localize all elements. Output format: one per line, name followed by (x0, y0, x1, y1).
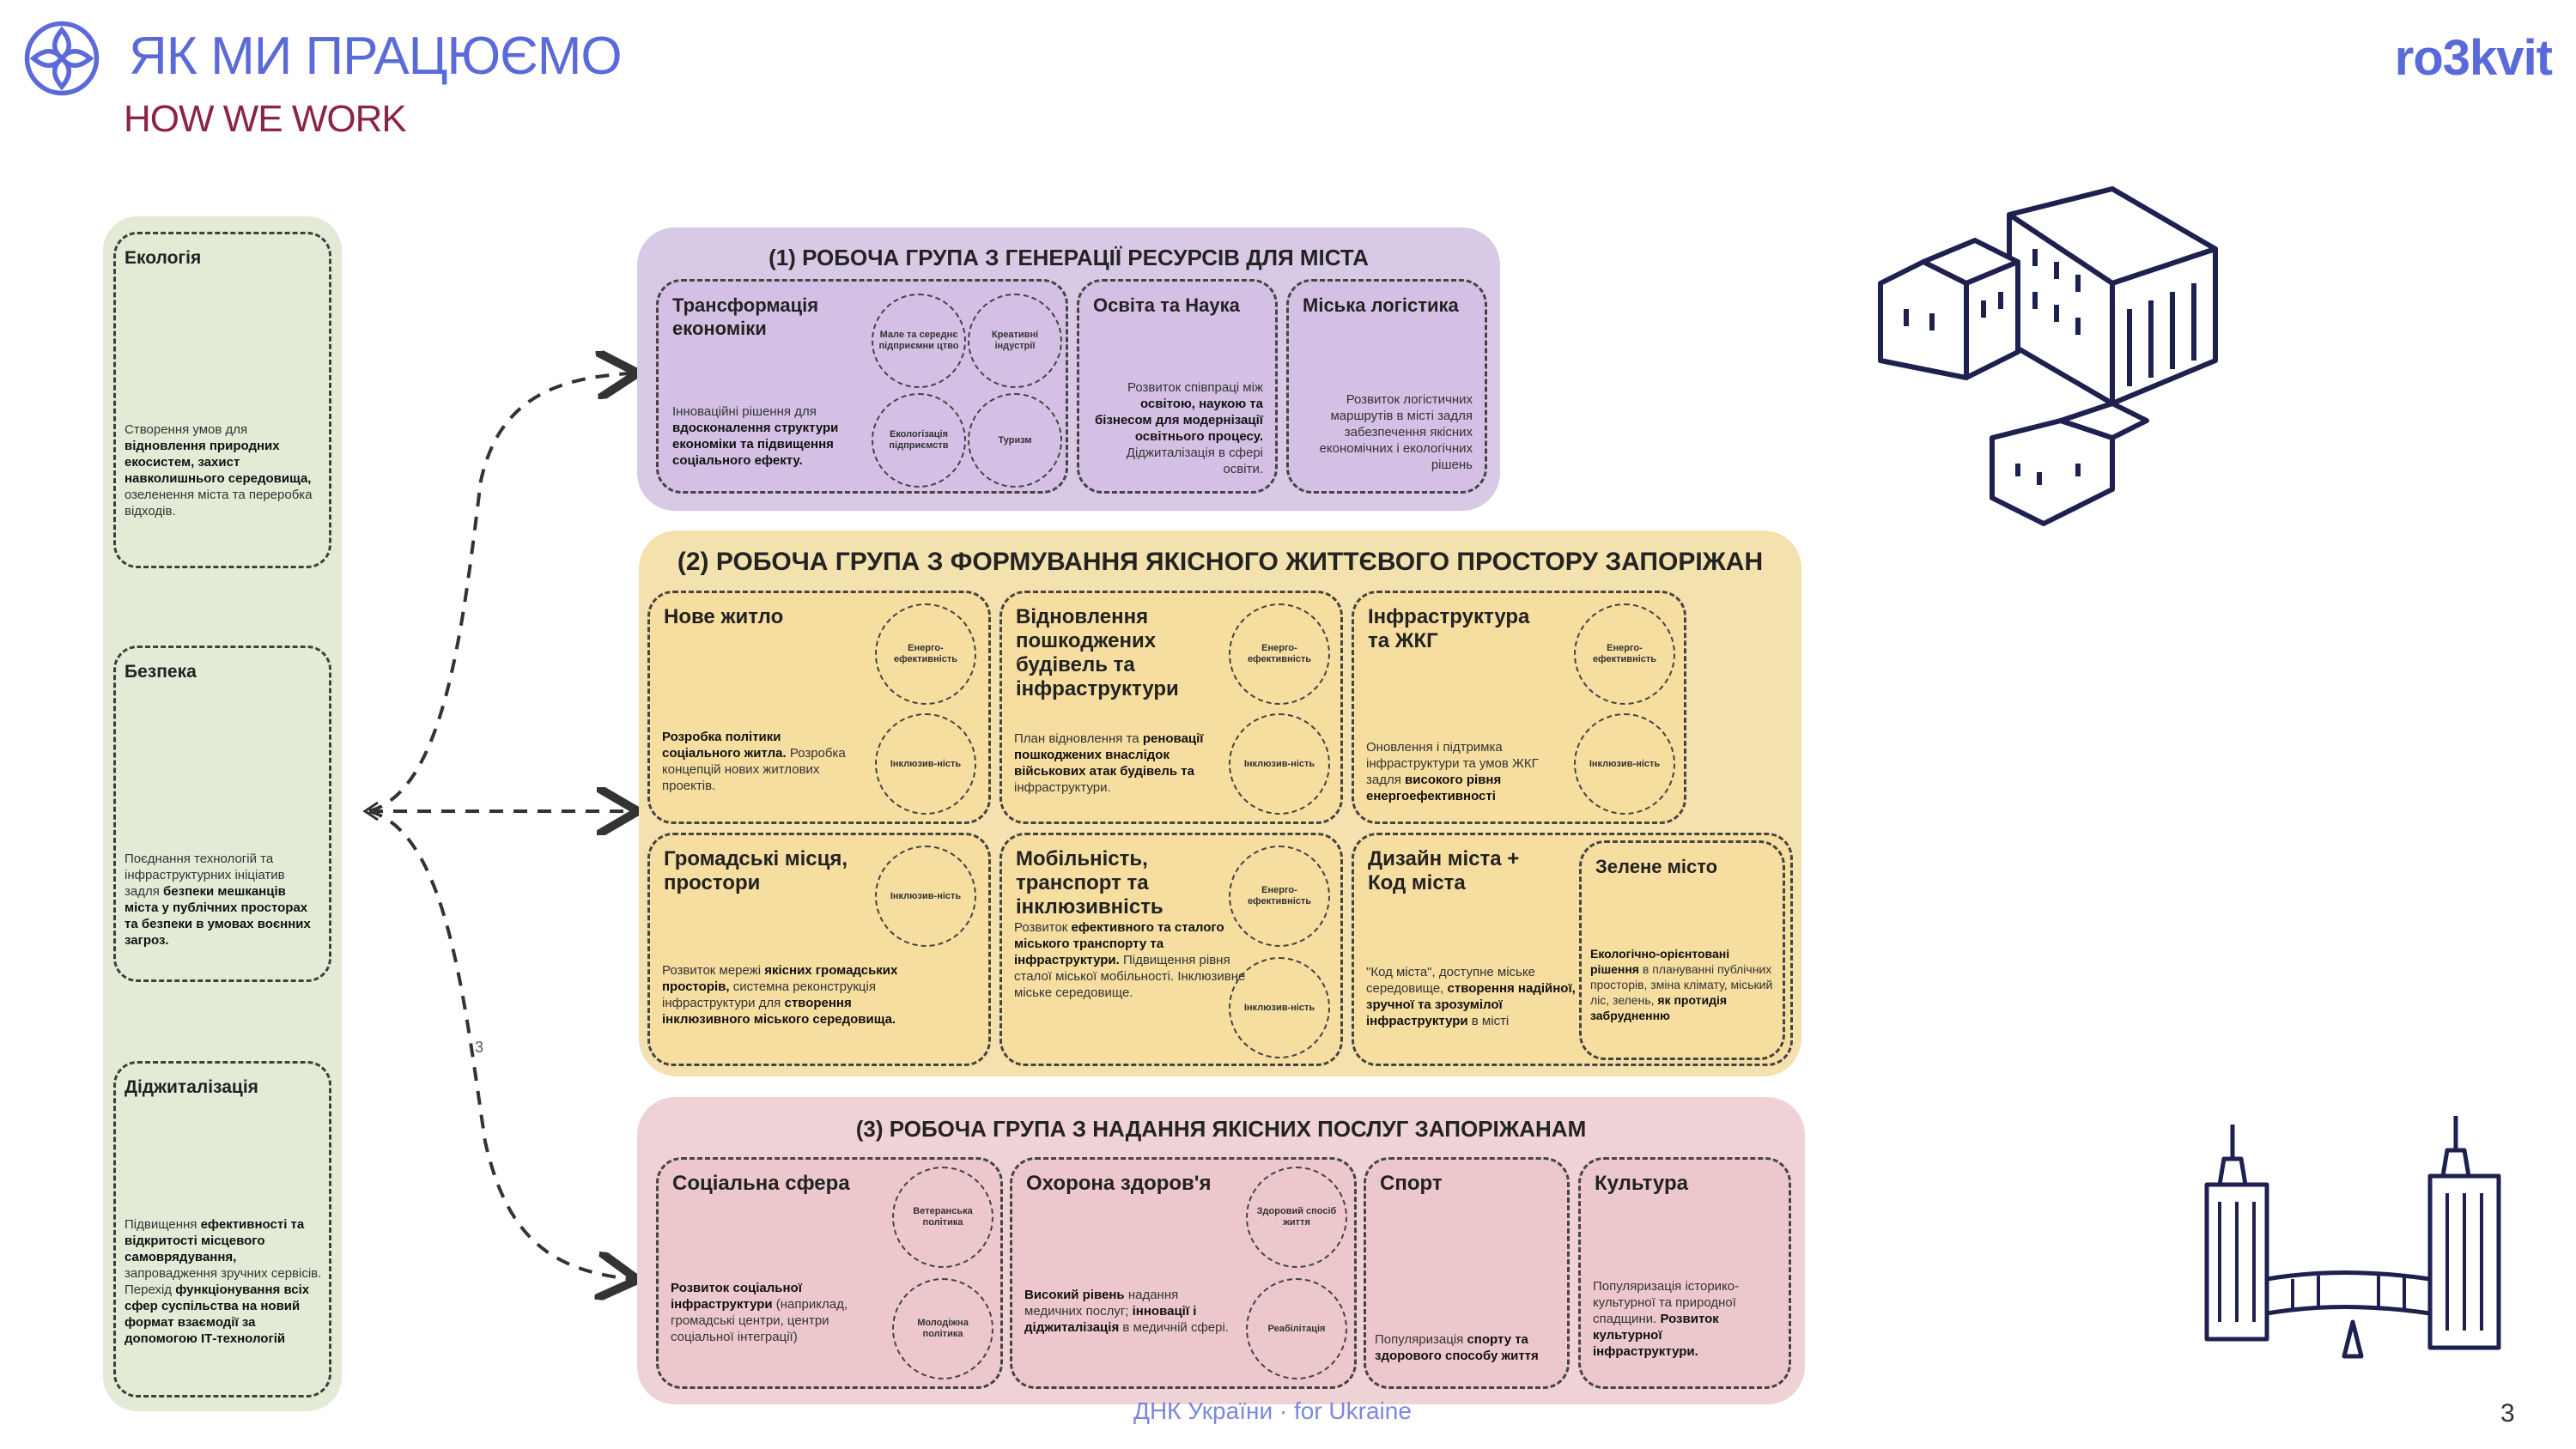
card-housing-desc: Розробка політики соціального житла. Роз… (662, 730, 846, 793)
card-city-design-title: Дизайн міста + Код міста (1368, 847, 1520, 894)
page-number: 3 (2500, 1399, 2515, 1428)
card-education-title: Освіта та Наука (1093, 294, 1240, 316)
card-health-title: Охорона здоров'я (1026, 1172, 1212, 1195)
card-logistics: Міська логістика Розвиток логістичних ма… (1286, 279, 1487, 494)
card-city-design-desc: "Код міста", доступне міське середовище,… (1366, 965, 1576, 1028)
group2-title: (2) РОБОЧА ГРУПА З ФОРМУВАННЯ ЯКІСНОГО Ж… (677, 548, 1764, 576)
theme-digital: Діджиталізація Підвищення ефективності т… (113, 1061, 331, 1397)
card-restoration-desc: План відновлення та реновації пошкоджени… (1014, 731, 1204, 795)
theme-security: Безпека Поєднання технологій та інфрастр… (113, 646, 331, 982)
bubble-inclusivity: Інклюзив-ність (1574, 713, 1675, 815)
card-economy-title: Трансформація економіки (672, 294, 819, 339)
card-culture-title: Культура (1595, 1172, 1688, 1195)
card-public-spaces-title: Громадські місця, простори (664, 847, 848, 894)
bubble-energy-efficiency: Енерго-ефективність (875, 603, 976, 705)
arrow-label: 3 (475, 1039, 484, 1056)
card-logistics-desc: Розвиток логістичних маршрутів в місті з… (1319, 392, 1473, 472)
flower-logo-icon (24, 21, 100, 96)
card-sport-title: Спорт (1380, 1172, 1443, 1195)
card-social-desc: Розвиток соціальної інфраструктури (напр… (671, 1281, 848, 1344)
card-housing-title: Нове житло (664, 605, 784, 628)
bubble-inclusivity: Інклюзив-ність (875, 713, 976, 815)
card-education-desc: Розвиток співпраці між освітою, наукою т… (1095, 380, 1263, 476)
bubble-sme: Мале та середнє підприємни цтво (872, 294, 966, 388)
bubble-energy-efficiency: Енерго-ефективність (1229, 846, 1330, 947)
page-title: ЯК МИ ПРАЦЮЄМО (129, 27, 623, 86)
card-sport-desc: Популяризація спорту та здорового способ… (1375, 1332, 1539, 1363)
bubble-inclusivity: Інклюзив-ність (1229, 957, 1330, 1058)
card-green-city-desc: Екологічно-орієнтовані рішення в планува… (1590, 947, 1773, 1022)
card-utilities: Інфраструктура та ЖКГ Оновлення і підтри… (1352, 591, 1686, 824)
left-themes-panel: Екологія Створення умов для відновлення … (103, 216, 342, 1411)
card-utilities-desc: Оновлення і підтримка інфраструктури та … (1366, 740, 1539, 803)
group1-title: (1) РОБОЧА ГРУПА З ГЕНЕРАЦІЇ РЕСУРСІВ ДЛ… (769, 245, 1369, 270)
card-health-desc: Високий рівень надання медичних послуг; … (1024, 1288, 1229, 1335)
bubble-creative: Креативні індустрії (968, 294, 1062, 388)
card-social-title: Соціальна сфера (672, 1172, 850, 1195)
bubble-veterans-policy: Ветеранська політика (892, 1167, 993, 1268)
card-mobility-title: Мобільність, транспорт та інклюзивність (1016, 847, 1163, 919)
group1-panel: (1) РОБОЧА ГРУПА З ГЕНЕРАЦІЇ РЕСУРСІВ ДЛ… (637, 227, 1500, 511)
card-culture: Культура Популяризація історико-культурн… (1578, 1157, 1791, 1389)
card-public-spaces: Громадські місця, простори Розвиток мере… (647, 833, 991, 1066)
brand-logo: ro3kvit (2394, 30, 2553, 86)
page-subtitle: HOW WE WORK (124, 98, 407, 140)
card-restoration: Відновлення пошкоджених будівель та інфр… (999, 591, 1343, 824)
arrow-to-group1 (368, 373, 631, 813)
theme-ecology: Екологія Створення умов для відновлення … (113, 232, 331, 568)
arrow-to-group3 (368, 809, 631, 1279)
card-green-city: Зелене місто Екологічно-орієнтовані ріше… (1579, 840, 1785, 1060)
bubble-youth-policy: Молодіжна політика (892, 1278, 993, 1379)
theme-ecology-desc: Створення умов для відновлення природних… (125, 422, 313, 518)
card-city-design: Дизайн міста + Код міста "Код міста", до… (1352, 833, 1793, 1066)
group2-panel: (2) РОБОЧА ГРУПА З ФОРМУВАННЯ ЯКІСНОГО Ж… (639, 530, 1801, 1076)
card-logistics-title: Міська логістика (1303, 294, 1459, 316)
theme-digital-desc: Підвищення ефективності та відкритості м… (125, 1217, 322, 1346)
card-public-spaces-desc: Розвиток мережі якісних громадських прос… (662, 963, 898, 1027)
card-restoration-title: Відновлення пошкоджених будівель та інфр… (1016, 605, 1179, 700)
card-health: Охорона здоров'я Високий рівень надання … (1010, 1157, 1357, 1389)
card-social: Соціальна сфера Розвиток соціальної інфр… (656, 1157, 1003, 1389)
bubble-tourism: Туризм (968, 393, 1062, 488)
card-economy-desc: Інноваційні рішення для вдосконалення ст… (672, 404, 839, 468)
theme-security-desc: Поєднання технологій та інфраструктурних… (125, 852, 311, 948)
card-green-city-title: Зелене місто (1595, 856, 1718, 877)
card-education: Освіта та Наука Розвиток співпраці між о… (1077, 279, 1278, 494)
card-utilities-title: Інфраструктура та ЖКГ (1368, 605, 1530, 652)
towers-illustration (2204, 1116, 2501, 1359)
theme-digital-title: Діджиталізація (125, 1077, 258, 1097)
group3-title: (3) РОБОЧА ГРУПА З НАДАННЯ ЯКІСНИХ ПОСЛУ… (855, 1116, 1587, 1142)
theme-security-title: Безпека (125, 662, 197, 682)
card-economy: Трансформація економіки Інноваційні ріше… (656, 279, 1068, 494)
bubble-healthy-lifestyle: Здоровий спосіб життя (1246, 1167, 1347, 1268)
bubble-rehabilitation: Реабілітація (1246, 1278, 1347, 1379)
bubble-eco: Екологізація підприємств (872, 393, 966, 488)
buildings-illustration (1878, 186, 2218, 526)
footer-text: ДНК України · for Ukraine (1133, 1397, 1412, 1424)
bubble-energy-efficiency: Енерго-ефективність (1229, 603, 1330, 705)
theme-ecology-title: Екологія (125, 248, 202, 268)
bubble-inclusivity: Інклюзив-ність (1229, 713, 1330, 815)
card-sport: Спорт Популяризація спорту та здорового … (1364, 1157, 1570, 1389)
bubble-energy-efficiency: Енерго-ефективність (1574, 603, 1675, 705)
bubble-inclusivity: Інклюзив-ність (875, 846, 976, 947)
card-housing: Нове житло Розробка політики соціального… (647, 591, 991, 824)
card-culture-desc: Популяризація історико-культурної та при… (1593, 1279, 1740, 1359)
card-mobility: Мобільність, транспорт та інклюзивність … (999, 833, 1343, 1066)
card-mobility-desc: Розвиток ефективного та сталого міського… (1014, 920, 1246, 1000)
group3-panel: (3) РОБОЧА ГРУПА З НАДАННЯ ЯКІСНИХ ПОСЛУ… (637, 1097, 1805, 1404)
